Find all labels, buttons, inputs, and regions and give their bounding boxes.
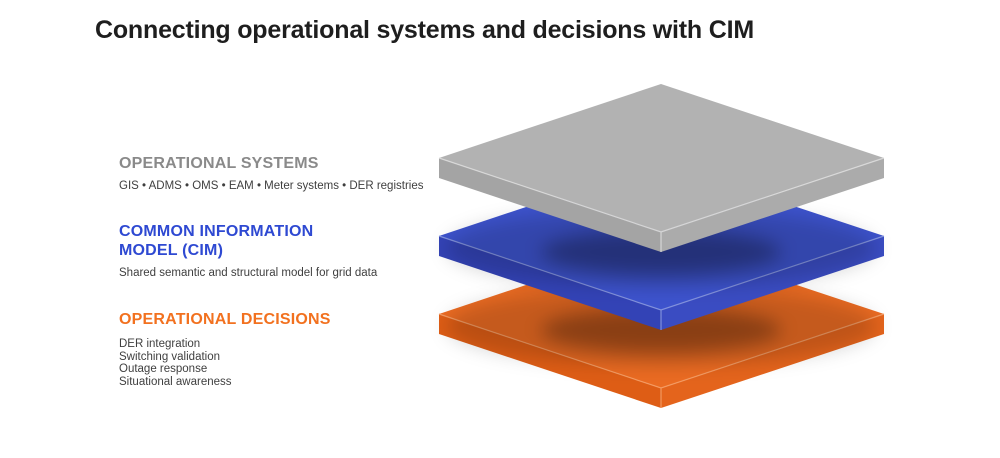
operational-systems-description: GIS • ADMS • OMS • EAM • Meter systems •… (119, 179, 424, 192)
slab-left-face (439, 158, 661, 252)
slab-edge-highlight (438, 157, 885, 252)
cim-heading: COMMON INFORMATION MODEL (CIM) (119, 223, 314, 259)
label-block-operational-decisions: OPERATIONAL DECISIONS DER integration Sw… (119, 311, 331, 389)
label-block-cim: COMMON INFORMATION MODEL (CIM) Shared se… (119, 223, 377, 279)
slab-top-face (439, 84, 884, 232)
operational-systems-heading: OPERATIONAL SYSTEMS (119, 155, 319, 172)
list-item: Switching validation (119, 350, 221, 363)
slab-right-face (661, 158, 884, 252)
layer-slab-operational-systems (438, 84, 885, 252)
operational-decisions-list: DER integration Switching validation Out… (119, 338, 331, 389)
list-item: DER integration (119, 337, 201, 350)
page-title: Connecting operational systems and decis… (95, 16, 754, 44)
list-item: Situational awareness (119, 375, 232, 388)
list-item: Outage response (119, 363, 208, 376)
label-block-operational-systems: OPERATIONAL SYSTEMS GIS • ADMS • OMS • E… (119, 155, 424, 192)
operational-decisions-heading: OPERATIONAL DECISIONS (119, 311, 331, 328)
cim-description: Shared semantic and structural model for… (119, 266, 378, 279)
